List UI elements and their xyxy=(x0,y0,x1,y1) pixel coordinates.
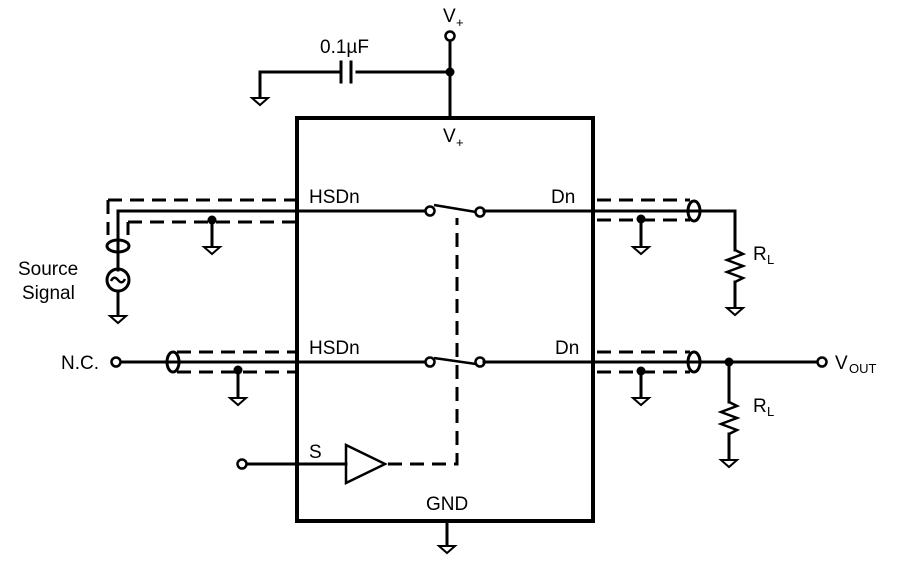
ground-icon xyxy=(227,397,249,407)
hsd-bottom-label: HSDn xyxy=(309,338,360,359)
ground-icon xyxy=(630,397,652,407)
ground-icon xyxy=(107,315,129,325)
select-terminal[interactable] xyxy=(236,458,248,470)
top-output-net xyxy=(597,198,747,309)
vplus-terminal[interactable] xyxy=(444,30,456,42)
top-input-net xyxy=(105,198,432,272)
buffer-icon xyxy=(344,443,388,485)
ground-icon xyxy=(249,97,271,107)
svg-text:L: L xyxy=(767,252,774,267)
svg-text:+: + xyxy=(456,135,464,150)
resistor-top xyxy=(723,248,747,284)
ic-package xyxy=(295,116,595,523)
bottom-input-net xyxy=(110,350,432,399)
bottom-output-net xyxy=(597,350,828,461)
nc-terminal[interactable] xyxy=(110,356,122,368)
ground-icon xyxy=(436,545,458,555)
supply-net xyxy=(258,30,456,120)
select-label: S xyxy=(309,442,322,463)
svg-text:L: L xyxy=(767,404,774,419)
control-net xyxy=(236,218,459,485)
ground-icon xyxy=(718,459,740,469)
svg-text:OUT: OUT xyxy=(849,361,877,376)
resistor-bottom xyxy=(717,400,741,436)
hsd-top-label: HSDn xyxy=(309,187,360,208)
source-signal-generator xyxy=(105,267,131,317)
capacitor-label: 0.1µF xyxy=(320,37,369,58)
vplus-pin-label: V xyxy=(443,126,456,147)
svg-text:+: + xyxy=(456,15,464,30)
nc-label: N.C. xyxy=(61,353,99,374)
d-bottom-label: Dn xyxy=(555,338,579,359)
ground-icon xyxy=(724,307,746,317)
vplus-label: V xyxy=(443,6,456,27)
ground-icon xyxy=(630,246,652,256)
coax-shield-end xyxy=(105,238,131,254)
source-label-2: Signal xyxy=(22,283,75,304)
switch-top xyxy=(424,203,737,218)
capacitor-symbol xyxy=(339,60,353,84)
d-top-label: Dn xyxy=(551,187,575,208)
vout-terminal[interactable] xyxy=(816,356,828,368)
source-label-1: Source xyxy=(18,259,78,280)
gnd-label: GND xyxy=(426,494,468,515)
ground-icon xyxy=(201,246,223,256)
rl-bottom-label: R xyxy=(753,396,767,417)
switch-bottom xyxy=(424,356,820,368)
vout-label: V xyxy=(835,353,848,374)
rl-top-label: R xyxy=(753,244,767,265)
